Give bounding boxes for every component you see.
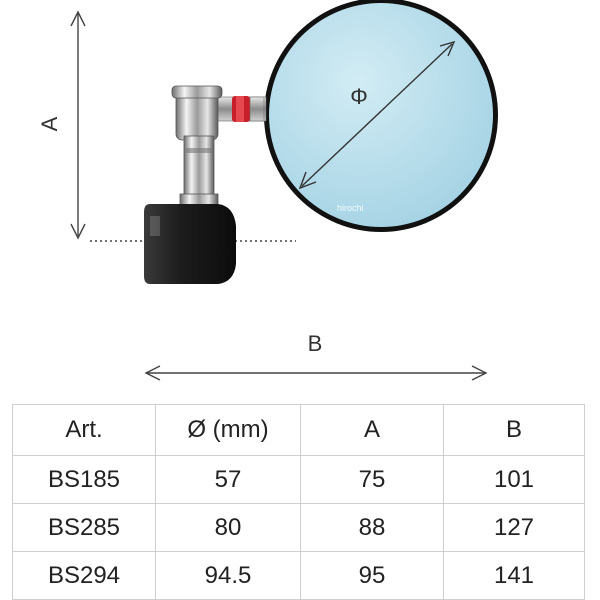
cell-article: BS285: [12, 503, 156, 552]
header-article: Art.: [12, 404, 156, 456]
table-row: BS294 94.5 95 141: [12, 551, 585, 600]
table-header-row: Art. Ø (mm) A B: [12, 404, 585, 456]
table-row: BS285 80 88 127: [12, 503, 585, 552]
bar-end-plug: [144, 204, 236, 284]
cell-b: 141: [443, 551, 585, 600]
dimension-b-arrow: [144, 365, 488, 381]
chrome-stem: [171, 85, 223, 209]
header-diameter: Ø (mm): [155, 404, 301, 456]
dimension-a-arrow: [70, 10, 86, 240]
cell-article: BS185: [12, 455, 156, 504]
cell-a: 75: [300, 455, 444, 504]
cell-diameter: 80: [155, 503, 301, 552]
cell-article: BS294: [12, 551, 156, 600]
mirror-arm: [209, 96, 267, 122]
mirror-dimension-diagram: A Φ hirochi B: [37, 0, 498, 381]
cell-a: 88: [300, 503, 444, 552]
header-a: A: [300, 404, 444, 456]
watermark-text: hirochi: [337, 203, 364, 213]
mirror-head: [264, 0, 498, 232]
specification-table: Art. Ø (mm) A B BS185 57 75 101 BS285 80…: [12, 404, 585, 600]
cell-b: 101: [443, 455, 585, 504]
table-row: BS185 57 75 101: [12, 455, 585, 504]
cell-a: 95: [300, 551, 444, 600]
diameter-label: Φ: [350, 84, 368, 109]
dimension-a-label: A: [37, 116, 62, 131]
dimension-b-label: B: [308, 331, 323, 356]
cell-diameter: 94.5: [155, 551, 301, 600]
cell-diameter: 57: [155, 455, 301, 504]
cell-b: 127: [443, 503, 585, 552]
diameter-arrow: [298, 40, 456, 190]
header-b: B: [443, 404, 585, 456]
